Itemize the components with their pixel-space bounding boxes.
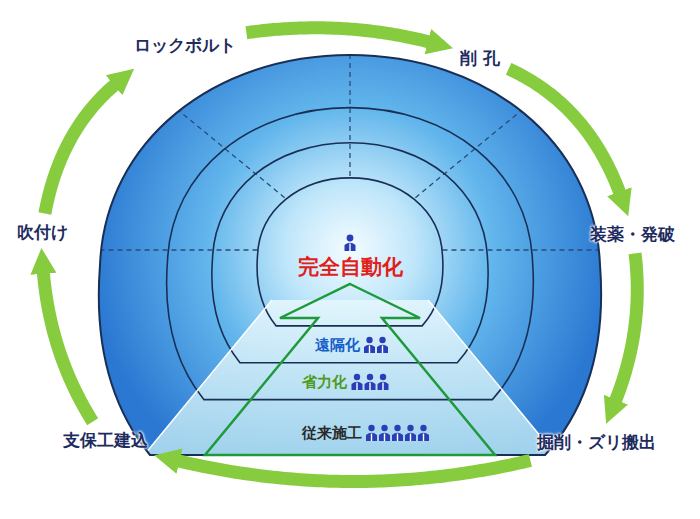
step-label: 吹付け	[17, 222, 68, 242]
process-step: 削 孔	[460, 48, 500, 68]
cycle-arrow	[45, 82, 118, 214]
cycle-arrow	[614, 253, 637, 404]
band-edge	[140, 300, 272, 460]
radial-dash-line	[415, 94, 541, 197]
worker-icons	[366, 424, 431, 442]
worker-icon	[352, 374, 363, 390]
worker-icons	[351, 373, 390, 391]
step-label: 削 孔	[460, 48, 500, 68]
step-label: ロックボルト	[134, 35, 236, 55]
process-step: ロックボルト	[134, 35, 236, 55]
tunnel-outline	[99, 55, 601, 455]
process-step: 装薬・発破	[590, 224, 675, 244]
step-label: 掘削・ズリ搬出	[537, 432, 656, 452]
radial-dash-line	[349, 30, 350, 176]
progress-arrow	[205, 284, 495, 455]
worker-icon	[418, 425, 429, 441]
level-bands	[140, 300, 560, 460]
level-label: 完全自動化	[298, 255, 403, 280]
tunnel-ring	[167, 108, 534, 400]
tunnel-ring	[212, 143, 488, 363]
worker-icon	[365, 374, 376, 390]
worker-icon	[379, 425, 390, 441]
worker-icon	[366, 425, 377, 441]
worker-icon	[405, 425, 416, 441]
radial-dash-line	[159, 94, 285, 197]
cycle-arrow	[43, 269, 93, 422]
cycle-arrow	[174, 460, 530, 482]
process-step: 支保工建込	[63, 430, 148, 450]
step-label: 支保工建込	[63, 430, 148, 450]
worker-icon	[392, 425, 403, 441]
worker-icon	[345, 235, 356, 251]
level-band: 省力化	[302, 373, 390, 391]
step-label: 装薬・発破	[590, 224, 675, 244]
cycle-arrow	[509, 69, 622, 197]
tunnel-ring	[257, 178, 443, 326]
worker-icon	[378, 374, 389, 390]
process-step: 掘削・ズリ搬出	[537, 432, 656, 452]
level-band: 遠隔化	[315, 336, 390, 354]
process-step: 吹付け	[17, 222, 68, 242]
level-band: 従来施工	[302, 424, 431, 442]
radial-dash-lines	[80, 30, 620, 250]
level-label: 省力化	[302, 373, 347, 391]
worker-icons	[364, 336, 390, 354]
level-band: 完全自動化	[298, 255, 403, 280]
level-label: 遠隔化	[315, 336, 360, 354]
worker-icon	[377, 337, 388, 353]
cycle-arrow	[246, 28, 433, 43]
level-label: 従来施工	[302, 424, 362, 442]
tunnel-rings	[167, 108, 534, 400]
worker-icon	[364, 337, 375, 353]
